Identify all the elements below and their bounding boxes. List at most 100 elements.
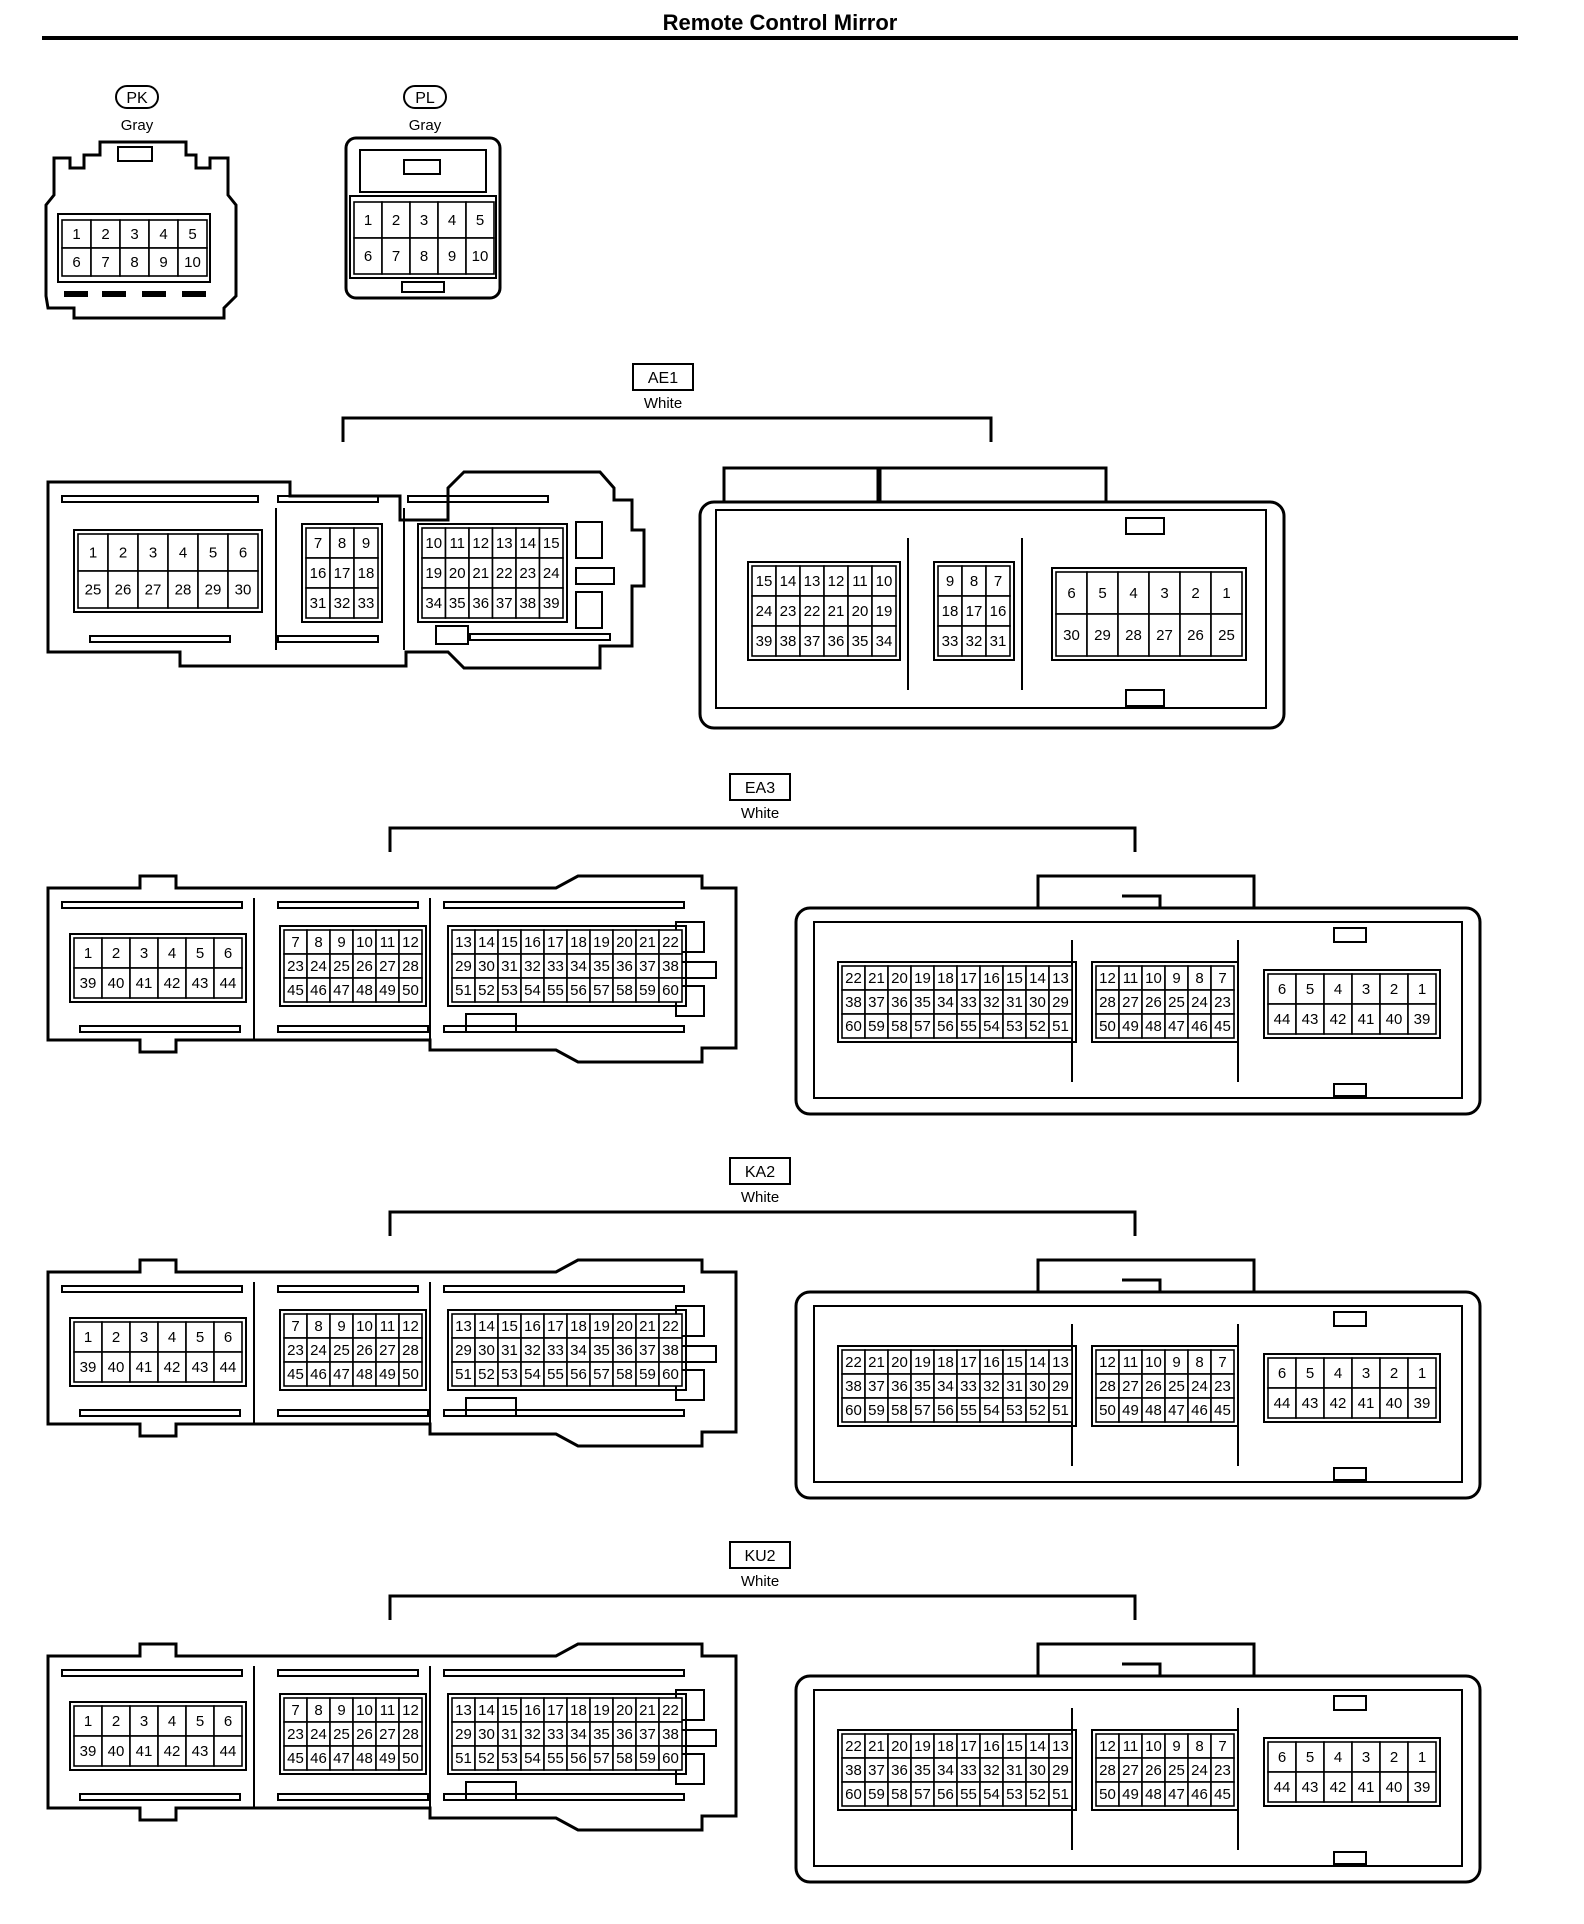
connector-ka2-female-pin-number: 10: [1145, 1354, 1162, 1371]
connector-ae1-female-pin-cell: [751, 565, 777, 597]
connector-ea3-female-pin-number: 24: [1191, 994, 1208, 1011]
connector-ka2-female-pin-number: 28: [1099, 1378, 1116, 1395]
connector-ea3-male-pin-number: 55: [547, 982, 564, 999]
connector-ka2-female-pin-number: 55: [960, 1402, 977, 1419]
page-title: Remote Control Mirror: [663, 10, 898, 35]
connector-ku2-male-pin-cell: [157, 1735, 187, 1767]
connector-ea3-male-pin-number: 34: [570, 958, 587, 975]
connector-ku2-male-pin-number: 29: [455, 1726, 472, 1743]
connector-ea3-male-pin-number: 33: [547, 958, 564, 975]
connector-ea3-male-pin-number: 2: [112, 945, 120, 962]
connector-ea3-female-pin-cell: [1379, 1003, 1409, 1035]
connector-ae1-male-pin-number: 32: [334, 595, 351, 612]
connector-ea3-female-pin-number: 16: [983, 970, 1000, 987]
connector-ae1-male-pin-number: 8: [338, 535, 346, 552]
connector-ea3-male-pin-number: 18: [570, 934, 587, 951]
connector-ku2-male-pin-number: 17: [547, 1702, 564, 1719]
connector-pk-pin-cell: [119, 247, 150, 277]
connector-ae1-male-pin-number: 39: [543, 595, 560, 612]
connector-ea3-male-pin-number: 48: [356, 982, 373, 999]
connector-ae1-male-key: [575, 521, 603, 559]
connector-ea3-male-pin-number: 22: [662, 934, 679, 951]
connector-pk-color: Gray: [121, 117, 154, 134]
connector-ea3-male-pin-number: 7: [291, 934, 299, 951]
connector-ae1-female-pin-number: 4: [1129, 585, 1137, 602]
connector-ae1-male-pin-number: 34: [425, 595, 442, 612]
connector-pl-pin-number: 2: [392, 212, 400, 229]
connector-ku2-male-pin-cell: [101, 1705, 131, 1737]
connector-ku2-male-pin-number: 5: [196, 1713, 204, 1730]
connector-ku2-male-pin-number: 32: [524, 1726, 541, 1743]
connector-pk-pin-number: 1: [72, 226, 80, 243]
connector-ea3-female-pin-number: 19: [914, 970, 931, 987]
connector-ku2-male-outline: [46, 1642, 738, 1832]
connector-ku2-female-pin-number: 6: [1278, 1749, 1286, 1766]
connector-ka2-female-pin-number: 9: [1172, 1354, 1180, 1371]
connector-pk-pin-number: 10: [184, 254, 201, 271]
connector-ka2-male-pin-block: [447, 1309, 687, 1391]
connector-ku2-female-pin-number: 12: [1099, 1738, 1116, 1755]
connector-ea3-male-pin-number: 6: [224, 945, 232, 962]
connector-ku2-male-pin-number: 53: [501, 1750, 518, 1767]
connector-ka2-female-pin-number: 44: [1274, 1395, 1291, 1412]
connector-ae1-female-pin-cell: [961, 625, 987, 657]
connector-ae1-female-pin-number: 38: [780, 633, 797, 650]
connector-ku2-female-pin-number: 26: [1145, 1762, 1162, 1779]
connector-ea3-male-pin-number: 23: [287, 958, 304, 975]
connector-ku2-male-pin-number: 6: [224, 1713, 232, 1730]
connector-ka2-male-pin-number: 15: [501, 1318, 518, 1335]
connector-ku2-male-rail: [443, 1793, 685, 1801]
connector-ka2-female-key: [1333, 1311, 1367, 1327]
connector-ea3-male-pin-number: 21: [639, 934, 656, 951]
connector-ka2-female-pin-number: 58: [891, 1402, 908, 1419]
connector-pl-pin-number: 6: [364, 248, 372, 265]
connector-ku2-male-pin-number: 44: [220, 1743, 237, 1760]
connector-ka2-female-inner: [813, 1305, 1463, 1483]
connector-ku2-male-pin-number: 38: [662, 1726, 679, 1743]
connector-ae1-female-pin-cell: [847, 565, 873, 597]
connector-ku2-female-pin-number: 54: [983, 1786, 1000, 1803]
connector-ae1-female-pin-number: 14: [780, 573, 797, 590]
connector-ae1-male-pin-number: 29: [205, 582, 222, 599]
connector-ku2-male-pin-number: 40: [108, 1743, 125, 1760]
connector-ku2-female-pin-number: 27: [1122, 1762, 1139, 1779]
connector-pl-latch: [403, 159, 441, 175]
connector-ae1-female-pin-cell: [823, 595, 849, 627]
connector-ku2-male-pin-number: 11: [380, 1702, 396, 1719]
connector-ka2-bracket: [388, 1210, 1137, 1236]
connector-ku2-female-pin-number: 4: [1334, 1749, 1342, 1766]
connector-ea3-male-pin-number: 47: [333, 982, 350, 999]
connector-ea3-male-pin-number: 3: [140, 945, 148, 962]
connector-ea3-male-pin-number: 52: [478, 982, 495, 999]
connector-ae1-female-pin-number: 17: [966, 603, 983, 620]
connector-ea3-female-pin-number: 56: [937, 1018, 954, 1035]
connector-ea3-male-rail: [277, 1025, 429, 1033]
connector-ka2-male-pin-number: 26: [356, 1342, 373, 1359]
connector-ku2-male-pin-number: 60: [662, 1750, 679, 1767]
connector-ea3-male-pin-number: 57: [593, 982, 610, 999]
connector-ae1-female-pin-number: 6: [1067, 585, 1075, 602]
connector-pk-pin-number: 9: [159, 254, 167, 271]
connector-ka2-female-pin-number: 36: [891, 1378, 908, 1395]
connector-ku2-male-pin-number: 30: [478, 1726, 495, 1743]
connector-ae1-male-rail: [469, 633, 611, 641]
connector-ku2-female-outline: [794, 1674, 1482, 1884]
connector-pl-pin-block: [349, 195, 497, 279]
connector-ea3-male-pin-number: 36: [616, 958, 633, 975]
connector-pl-pin-number: 10: [472, 248, 489, 265]
connector-ea3-male-pin-cell: [658, 977, 683, 1003]
connector-ea3-female-pin-number: 59: [868, 1018, 885, 1035]
connector-ea3-male-rail: [443, 1025, 685, 1033]
connector-ae1-female-pin-cell: [1210, 613, 1243, 657]
connector-ea3-female-pin-number: 10: [1145, 970, 1162, 987]
connector-ka2-female-pin-number: 21: [868, 1354, 885, 1371]
connector-ea3-male-pin-number: 24: [310, 958, 327, 975]
connector-ea3-male-rail: [277, 901, 419, 909]
connector-ka2-female-pin-number: 2: [1390, 1365, 1398, 1382]
connector-ae1-male-pin-block: [73, 529, 263, 613]
